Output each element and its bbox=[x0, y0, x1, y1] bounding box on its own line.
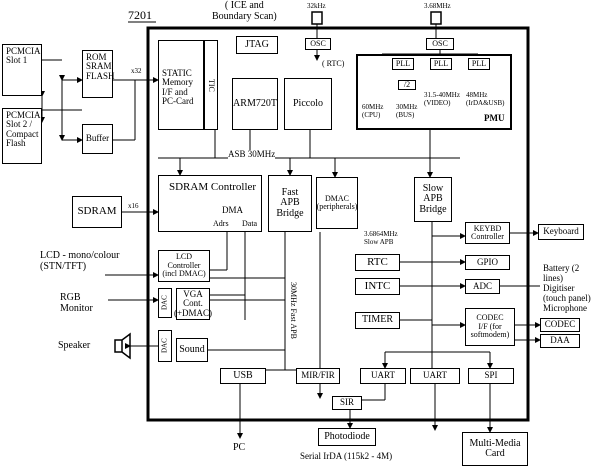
pcmcia-slot-2: PCMCIA Slot 2 / Compact Flash bbox=[2, 108, 42, 164]
piccolo: Piccolo bbox=[284, 78, 332, 130]
rgb-monitor: RGB Monitor bbox=[60, 292, 93, 314]
sdram: SDRAM bbox=[72, 196, 122, 228]
uart-1: UART bbox=[360, 368, 406, 384]
data-label: Data bbox=[242, 219, 258, 228]
rtc-note: ( RTC) bbox=[322, 59, 345, 68]
div2-block: /2 bbox=[398, 80, 416, 90]
pll-cpu: PLL bbox=[392, 58, 414, 70]
vga-controller: VGA Cont. (+DMAC) bbox=[174, 288, 212, 320]
timer: TIMER bbox=[355, 312, 400, 329]
daa: DAA bbox=[540, 334, 580, 348]
tic-block: TIC bbox=[204, 40, 218, 130]
freq-30: 30MHz (BUS) bbox=[396, 103, 418, 119]
rom-sram-flash: ROM SRAM FLASH bbox=[82, 50, 115, 98]
chip-outline bbox=[146, 26, 530, 422]
arm720t: ARM720T bbox=[232, 78, 278, 130]
rtc-block: RTC bbox=[355, 254, 400, 271]
multi-media-card: Multi-Media Card bbox=[462, 432, 528, 466]
lcd-external: LCD - mono/colour (STN/TFT) bbox=[40, 250, 120, 272]
intc: INTC bbox=[355, 278, 400, 295]
speaker-icon bbox=[114, 332, 131, 360]
osc-main: OSC bbox=[426, 38, 454, 50]
sound: Sound bbox=[176, 338, 208, 362]
ice-label: ( ICE and Boundary Scan) bbox=[212, 0, 277, 22]
pll-48: PLL bbox=[468, 58, 490, 70]
pcmcia-slot-1: PCMCIA Slot 1 bbox=[2, 44, 42, 96]
freq-48: 48MHz (IrDA&USB) bbox=[466, 91, 505, 107]
asb-label: ASB 30MHz bbox=[228, 149, 276, 160]
gpio: GPIO bbox=[465, 255, 510, 270]
lcd-controller: LCD Controller (incl DMAC) bbox=[158, 250, 210, 282]
dac-video: DAC bbox=[158, 288, 172, 318]
battery-digitiser-mic: Battery (2 lines) Digitiser (touch panel… bbox=[543, 263, 591, 313]
codec: CODEC bbox=[540, 318, 580, 332]
buffer: Buffer bbox=[82, 124, 113, 154]
osc-rtc: OSC bbox=[305, 38, 331, 50]
x16-label: x16 bbox=[128, 202, 139, 210]
slow-apb-freq: 3.6864MHz Slow APB bbox=[364, 230, 398, 246]
pmu-label: PMU bbox=[484, 113, 505, 123]
adrs-label: Adrs bbox=[213, 219, 229, 228]
mir-fir: MIR/FIR bbox=[296, 368, 340, 384]
slow-apb-bridge: Slow APB Bridge bbox=[414, 177, 452, 222]
crystal-368-label: 3.68MHz bbox=[424, 2, 451, 10]
crystal-32-label: 32kHz bbox=[307, 2, 326, 10]
adc: ADC bbox=[465, 279, 500, 294]
speaker-label: Speaker bbox=[58, 340, 91, 351]
dma-label: DMA bbox=[222, 205, 244, 215]
dmac-peripherals: DMAC (peripherals) bbox=[316, 177, 358, 229]
photodiode: Photodiode bbox=[318, 428, 376, 446]
codec-if: CODEC I/F (for softmodem) bbox=[465, 308, 515, 346]
sdram-controller: SDRAM Controller bbox=[158, 175, 262, 232]
uart-2: UART bbox=[410, 368, 460, 384]
freq-video: 31.5-40MHz (VIDEO) bbox=[424, 91, 460, 107]
dac-audio: DAC bbox=[158, 330, 172, 362]
sir: SIR bbox=[332, 396, 362, 410]
fast-apb-bridge: Fast APB Bridge bbox=[268, 175, 312, 232]
keyboard: Keyboard bbox=[538, 224, 584, 240]
spi: SPI bbox=[468, 368, 514, 384]
pc-label: PC bbox=[233, 442, 246, 453]
chip-label: 7201 bbox=[128, 8, 152, 22]
pll-video: PLL bbox=[430, 58, 452, 70]
jtag: JTAG bbox=[236, 36, 278, 54]
static-memory-if: STATIC Memory I/F and PC-Card bbox=[158, 40, 204, 130]
keybd-controller: KEYBD Controller bbox=[465, 222, 510, 244]
fast-apb-label: 30MHz Fast APB bbox=[288, 282, 298, 339]
usb: USB bbox=[220, 368, 266, 384]
freq-60: 60MHz (CPU) bbox=[362, 103, 384, 119]
x32-label: x32 bbox=[131, 67, 142, 75]
irda-label: Serial IrDA (115k2 - 4M) bbox=[300, 451, 393, 461]
